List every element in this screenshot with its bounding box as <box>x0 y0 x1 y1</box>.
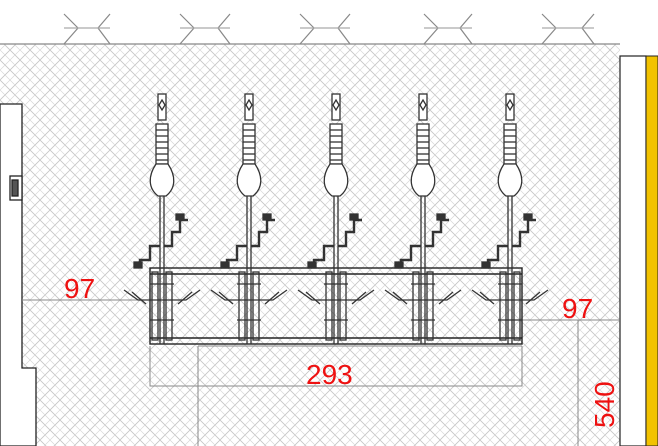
fixture-5 <box>471 93 549 344</box>
dim-wall-height: 540 <box>589 381 620 428</box>
dim-left-offset: 97 <box>64 273 95 304</box>
right-wall <box>619 55 658 446</box>
hex-strip <box>63 13 595 45</box>
dim-rail-width: 293 <box>306 359 353 390</box>
fixture-1 <box>123 93 201 344</box>
accent-bar <box>645 55 658 446</box>
fixture-3 <box>297 93 375 344</box>
fixture-2 <box>210 93 288 344</box>
fixture-group <box>123 93 549 344</box>
rail-frame <box>149 267 523 345</box>
fixture-4 <box>384 93 462 344</box>
left-wall <box>0 103 37 446</box>
dimension-lines <box>22 299 620 446</box>
dim-right-offset: 97 <box>562 293 593 324</box>
